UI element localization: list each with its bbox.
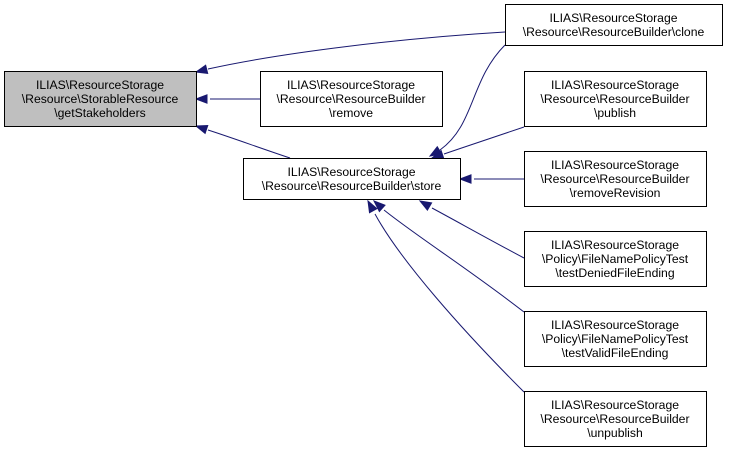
node-label-line: ILIAS\ResourceStorage <box>287 165 415 179</box>
node-label-line: \Policy\FileNamePolicyTest <box>542 252 689 266</box>
nodes: ILIAS\ResourceStorage\Resource\StorableR… <box>4 4 723 447</box>
node-box <box>524 71 707 127</box>
edge-remove_revision-to-store <box>458 174 524 184</box>
node-label-line: \testValidFileEnding <box>562 346 669 360</box>
edge-line <box>207 129 291 159</box>
node-label-line: \Resource\ResourceBuilder <box>276 92 425 106</box>
node-publish[interactable]: ILIAS\ResourceStorage\Resource\ResourceB… <box>524 71 707 127</box>
edge-store-to-get_stakeholders <box>194 124 291 159</box>
edge-unpublish-to-store <box>367 199 525 393</box>
arrowhead-icon <box>372 200 386 213</box>
node-label-line: \Resource\ResourceBuilder\store <box>262 179 442 193</box>
node-label-line: \remove <box>329 106 373 120</box>
node-box <box>524 391 707 447</box>
node-label-line: \removeRevision <box>570 186 661 200</box>
node-box <box>524 311 707 367</box>
node-label-line: ILIAS\ResourceStorage <box>551 318 679 332</box>
node-get-stakeholders: ILIAS\ResourceStorage\Resource\StorableR… <box>4 71 197 127</box>
node-label-line: \Resource\ResourceBuilder\clone <box>523 25 705 39</box>
node-box <box>260 71 443 127</box>
node-label-line: ILIAS\ResourceStorage <box>551 238 679 252</box>
node-box <box>4 71 197 127</box>
arrowhead-icon <box>194 94 208 104</box>
edge-line <box>443 126 525 155</box>
edge-test_denied-to-store <box>418 200 525 259</box>
edge-line <box>431 207 525 259</box>
node-label-line: \Policy\FileNamePolicyTest <box>542 332 689 346</box>
arrowhead-icon <box>194 64 209 74</box>
node-test-valid[interactable]: ILIAS\ResourceStorage\Policy\FileNamePol… <box>524 311 707 367</box>
node-box <box>243 158 461 200</box>
node-label-line: \Resource\ResourceBuilder <box>540 412 689 426</box>
node-label-line: ILIAS\ResourceStorage <box>551 158 679 172</box>
node-label-line: ILIAS\ResourceStorage <box>549 11 677 25</box>
node-label-line: ILIAS\ResourceStorage <box>551 398 679 412</box>
node-store[interactable]: ILIAS\ResourceStorage\Resource\ResourceB… <box>243 158 461 200</box>
edge-remove-to-get_stakeholders <box>194 94 260 104</box>
arrowhead-icon <box>418 200 433 212</box>
edge-line <box>383 209 525 313</box>
arrowhead-icon <box>194 124 209 135</box>
node-label-line: \Resource\StorableResource <box>22 92 179 106</box>
node-label-line: ILIAS\ResourceStorage <box>551 78 679 92</box>
node-remove-revision[interactable]: ILIAS\ResourceStorage\Resource\ResourceB… <box>524 151 707 207</box>
edges <box>194 31 525 393</box>
node-box <box>524 151 707 207</box>
node-label-line: \Resource\ResourceBuilder <box>540 92 689 106</box>
arrowhead-icon <box>367 199 378 214</box>
node-label-line: \getStakeholders <box>54 106 145 120</box>
node-box <box>505 4 723 46</box>
node-box <box>524 231 707 287</box>
node-unpublish[interactable]: ILIAS\ResourceStorage\Resource\ResourceB… <box>524 391 707 447</box>
edge-test_valid-to-store <box>372 200 525 313</box>
node-label-line: \Resource\ResourceBuilder <box>540 172 689 186</box>
edge-line <box>439 44 506 151</box>
node-label-line: ILIAS\ResourceStorage <box>287 78 415 92</box>
node-test-denied[interactable]: ILIAS\ResourceStorage\Policy\FileNamePol… <box>524 231 707 287</box>
node-remove[interactable]: ILIAS\ResourceStorage\Resource\ResourceB… <box>260 71 443 127</box>
node-label-line: \publish <box>594 106 636 120</box>
node-label-line: ILIAS\ResourceStorage <box>36 78 164 92</box>
node-label-line: \unpublish <box>587 426 643 440</box>
edge-line <box>207 31 506 70</box>
edge-line <box>374 213 525 393</box>
node-clone[interactable]: ILIAS\ResourceStorage\Resource\ResourceB… <box>505 4 723 46</box>
edge-publish-to-store <box>430 126 525 160</box>
arrowhead-icon <box>458 174 472 184</box>
edge-clone-to-get_stakeholders <box>194 31 506 74</box>
node-label-line: \testDeniedFileEnding <box>555 266 674 280</box>
